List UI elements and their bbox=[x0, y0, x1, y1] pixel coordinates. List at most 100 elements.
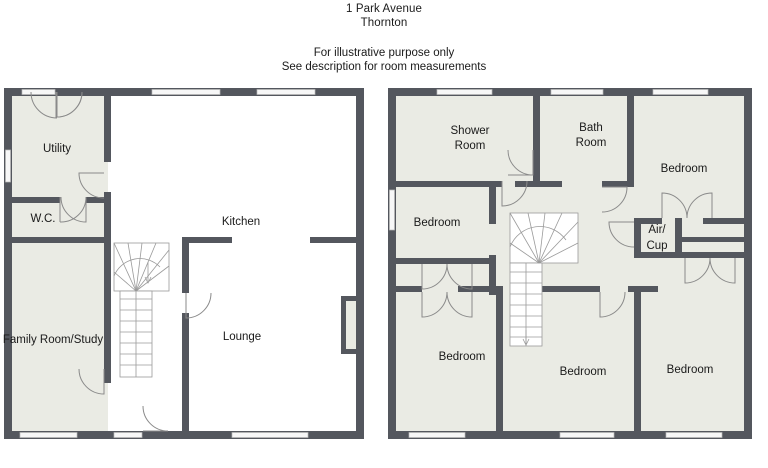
wall-utility-east-upper bbox=[104, 92, 111, 162]
door-bedroom-3-leaf-a bbox=[421, 291, 448, 318]
gf-south-windows bbox=[19, 432, 309, 438]
door-wc-arc bbox=[59, 196, 87, 223]
room-label-bedroom-3: Bedroom bbox=[439, 351, 486, 363]
room-label-lounge: Lounge bbox=[223, 331, 261, 343]
stair-winder-5 bbox=[135, 249, 170, 292]
room-label-air-cup-line2: Cup bbox=[646, 240, 667, 252]
wall-air-cup-west bbox=[634, 218, 641, 258]
door-landing-shower bbox=[501, 180, 528, 207]
first-floor-plan: Shower Room Bath Room Bedroom Bedroom Ai… bbox=[388, 88, 752, 439]
ff-stair-winder-6 bbox=[538, 242, 579, 264]
window-lounge-south bbox=[231, 432, 309, 438]
ff-south-windows bbox=[408, 432, 723, 438]
room-label-bath-room-line2: Room bbox=[576, 137, 607, 149]
ground-floor-labels: Utility W.C. Family Room/Study Kitchen L… bbox=[3, 143, 261, 346]
room-label-shower-room-line1: Shower bbox=[451, 125, 490, 137]
wall-wc-east bbox=[104, 192, 111, 243]
disclaimer-line-1: For illustrative purpose only bbox=[313, 47, 455, 59]
room-label-family-room-study: Family Room/Study bbox=[3, 334, 104, 346]
wall-kitchen-east-stub bbox=[310, 237, 360, 243]
gf-wall-east bbox=[356, 88, 364, 439]
wall-bedroom-3-north-right bbox=[458, 286, 496, 292]
stair-direction-arrow bbox=[144, 276, 152, 284]
door-bedroom-2-leaf-a bbox=[421, 263, 448, 290]
wall-bedroom-1-south-left bbox=[634, 218, 662, 224]
lounge-bay-window-fill bbox=[345, 300, 357, 350]
window-hall-south bbox=[113, 432, 143, 438]
window-shower-room-north bbox=[436, 89, 493, 95]
room-label-bedroom-5: Bedroom bbox=[667, 364, 714, 376]
ff-west-windows bbox=[389, 189, 395, 231]
ff-north-windows bbox=[436, 89, 709, 95]
door-bedroom-5-leaf-a bbox=[684, 257, 711, 284]
first-floor-doors bbox=[421, 149, 736, 318]
bay-window-frame-top bbox=[341, 296, 361, 301]
wall-landing-south-right bbox=[628, 286, 658, 292]
door-family-room bbox=[78, 368, 105, 395]
address-line-2: Thornton bbox=[360, 16, 408, 29]
bay-window-frame-west bbox=[341, 296, 346, 354]
bay-window-frame-bottom bbox=[341, 349, 361, 354]
ground-floor-staircase bbox=[113, 242, 170, 378]
first-floor-staircase bbox=[509, 212, 579, 347]
door-kitchen-lounge bbox=[185, 292, 212, 319]
room-label-bedroom-4: Bedroom bbox=[560, 366, 607, 378]
wall-shower-room-east bbox=[533, 92, 540, 187]
window-bedroom-3-south bbox=[408, 432, 466, 438]
room-label-air-cup-line1: Air/ bbox=[648, 224, 666, 236]
window-kitchen-north-2 bbox=[256, 89, 316, 95]
door-front-entrance bbox=[142, 405, 169, 432]
door-bedroom-1-leaf-a bbox=[661, 192, 688, 219]
address-line-1: 1 Park Avenue bbox=[346, 3, 422, 15]
gf-wall-west bbox=[4, 88, 12, 439]
wall-bedroom-3-north-left bbox=[392, 286, 422, 292]
door-bedroom-5-leaf-b bbox=[709, 257, 736, 284]
wall-family-room-east bbox=[104, 243, 111, 383]
wall-kitchen-lounge-vert-lower bbox=[182, 313, 189, 435]
wall-bedroom-1-south-right bbox=[703, 218, 744, 224]
door-bedroom-4 bbox=[599, 291, 626, 318]
stair-winder-4 bbox=[135, 242, 157, 292]
door-utility-hall bbox=[78, 172, 105, 199]
door-bedroom-2-leaf-b bbox=[446, 263, 473, 290]
ff-stair-direction-arrow bbox=[522, 338, 530, 346]
window-utility-north bbox=[21, 89, 56, 95]
door-air-cup bbox=[608, 221, 635, 248]
wall-wc-family-divider bbox=[8, 237, 111, 243]
utility-fill bbox=[12, 92, 108, 198]
wall-bedroom-3-east bbox=[496, 286, 503, 435]
stair-winder-6 bbox=[135, 265, 170, 292]
room-label-utility: Utility bbox=[43, 143, 71, 155]
gf-north-windows bbox=[21, 89, 316, 95]
title-block: 1 Park Avenue Thornton For illustrative … bbox=[0, 0, 768, 74]
disclaimer-line-2: See description for room measurements bbox=[281, 61, 487, 73]
ground-floor-internal-walls bbox=[8, 92, 361, 435]
door-wc-leaf-a bbox=[60, 196, 87, 223]
wall-kitchen-lounge-north-stub bbox=[182, 237, 232, 243]
ff-stair-winder-1 bbox=[509, 212, 540, 264]
window-bath-room-north bbox=[550, 89, 604, 95]
room-label-bedroom-2: Bedroom bbox=[414, 217, 461, 229]
gf-west-windows bbox=[5, 149, 11, 183]
room-label-bath-room-line1: Bath bbox=[579, 122, 603, 134]
wall-bedroom-2-south bbox=[392, 258, 496, 264]
ff-stair-winder-arc bbox=[509, 226, 567, 248]
wall-air-cup-south bbox=[634, 252, 682, 258]
stair-winder-2 bbox=[127, 242, 137, 292]
ff-stair-winder-7 bbox=[509, 242, 540, 264]
room-label-bedroom-1: Bedroom bbox=[661, 163, 708, 175]
ff-wall-east bbox=[744, 88, 752, 439]
wall-utility-wc-divider-left bbox=[8, 197, 60, 203]
wall-bedroom-5-north bbox=[675, 252, 744, 258]
window-utility-west bbox=[5, 149, 11, 183]
ff-stair-winder-5 bbox=[538, 221, 579, 264]
stair-winder-3 bbox=[135, 242, 143, 292]
stair-winder-7 bbox=[113, 271, 137, 292]
window-bedroom-4-south bbox=[559, 432, 615, 438]
wall-bedroom-4-east bbox=[634, 292, 641, 435]
door-bedroom-1-leaf-b bbox=[686, 192, 713, 219]
ground-floor-doors bbox=[30, 91, 212, 432]
window-bedroom-1-north bbox=[652, 89, 709, 95]
ground-floor-plan: Utility W.C. Family Room/Study Kitchen L… bbox=[3, 88, 364, 439]
